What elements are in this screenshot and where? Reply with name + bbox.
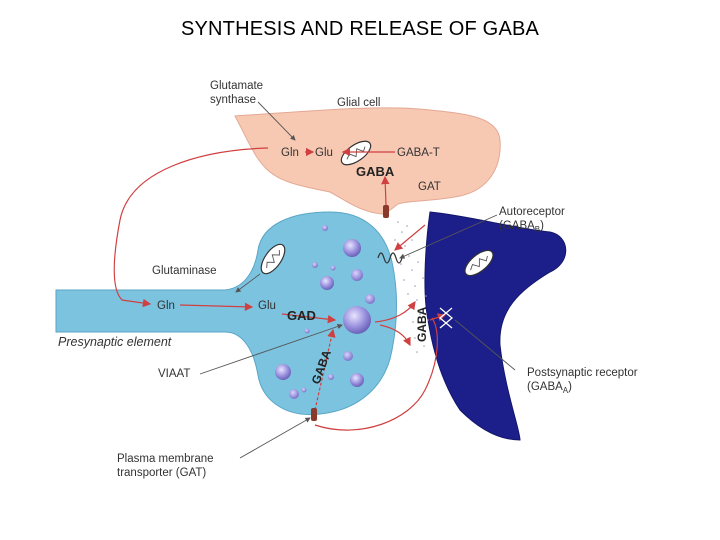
gat-transporter-pre — [311, 408, 317, 421]
label-postsynaptic-2: (GABAA) — [527, 381, 572, 395]
label-glu-pre: Glu — [258, 300, 276, 312]
label-gln-pre: Gln — [157, 300, 175, 312]
autoreceptor-coil — [377, 252, 403, 264]
gat-transporter-glial — [383, 205, 389, 218]
label-autoreceptor-1: Autoreceptor — [499, 206, 565, 218]
label-glutamate-synthase-1: Glutamate — [210, 80, 263, 92]
mitochondrion-post — [464, 249, 494, 277]
presynaptic-element — [55, 211, 397, 416]
label-gad: GAD — [287, 308, 316, 323]
diagram-title: SYNTHESIS AND RELEASE OF GABA — [180, 18, 540, 40]
postsynaptic-receptor-mark — [438, 307, 454, 329]
label-autoreceptor-2: (GABAB) — [499, 220, 544, 234]
synaptic-cleft-dots — [394, 221, 429, 353]
mitochondrion-pre — [260, 243, 286, 275]
postsynaptic-element — [424, 211, 567, 441]
label-pmt-1: Plasma membrane — [117, 453, 214, 465]
leader-lines — [199, 101, 516, 459]
label-pmt-2: transporter (GAT) — [117, 467, 206, 479]
label-glial-cell: Glial cell — [337, 97, 380, 109]
glial-cell — [234, 107, 501, 215]
label-glutamate-synthase-2: synthase — [210, 94, 256, 106]
label-gaba-t: GABA-T — [397, 147, 440, 159]
label-viaat: VIAAT — [158, 368, 190, 380]
pathway-arrows — [113, 147, 447, 431]
vesicles — [275, 225, 375, 399]
label-gln-glial: Gln — [281, 147, 299, 159]
label-gat-glial: GAT — [418, 181, 441, 193]
label-postsynaptic-1: Postsynaptic receptor — [527, 367, 638, 379]
label-glu-glial: Glu — [315, 147, 333, 159]
label-gaba-glial: GABA — [356, 164, 395, 179]
label-presynaptic-element: Presynaptic element — [58, 335, 172, 349]
label-gaba-cleft: GABA — [415, 306, 429, 342]
label-glutaminase: Glutaminase — [152, 265, 217, 277]
